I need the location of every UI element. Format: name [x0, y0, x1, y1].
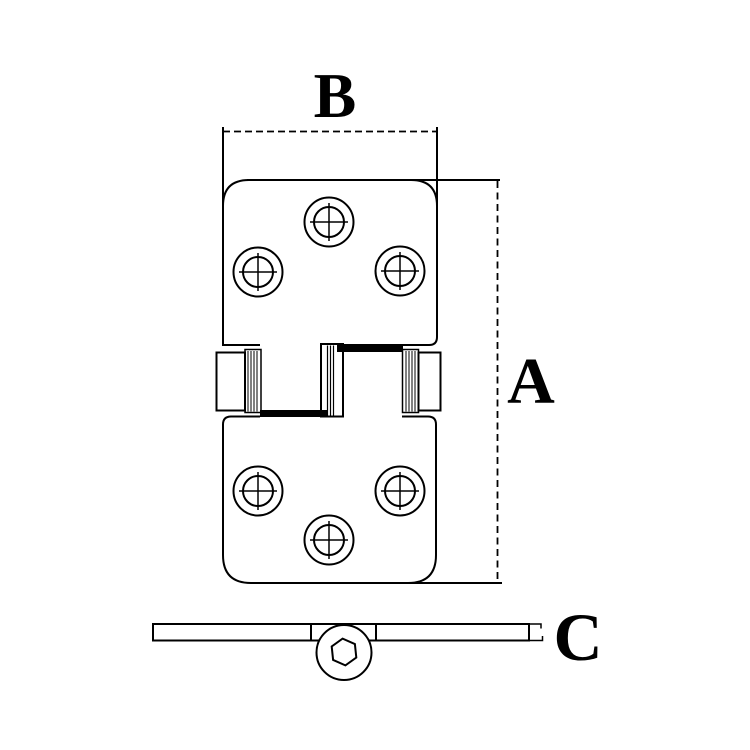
screw-hole — [232, 465, 284, 517]
top-leaf-right-edge — [402, 127, 438, 346]
screw-holes-bottom-leaf — [232, 465, 426, 566]
dimensions — [223, 130, 499, 583]
hinge-barrel — [215, 343, 442, 418]
top-leaf-outline — [222, 127, 500, 346]
pivot-screw-head — [315, 624, 373, 681]
screw-holes-top-leaf — [232, 196, 426, 298]
dimension-label-c: C — [553, 599, 602, 675]
top-leaf-corner-top-right — [410, 179, 438, 207]
dimension-label-b: B — [314, 60, 357, 131]
hinge-side-view — [152, 623, 544, 681]
top-leaf-left-edge — [222, 127, 260, 346]
right-knuckle-block — [417, 351, 442, 412]
hex-socket-icon — [330, 637, 358, 667]
hinge-top-view — [215, 127, 502, 584]
middle-knuckle — [320, 343, 344, 418]
side-view-end-break — [529, 623, 544, 642]
screw-hole — [303, 514, 355, 566]
screw-hole — [303, 196, 355, 248]
bottom-leaf-right-edge — [402, 415, 437, 584]
bottom-leaf-left-edge — [222, 415, 502, 584]
barrel-gap-top — [337, 344, 403, 352]
screw-hole — [232, 246, 284, 298]
barrel-gap-bottom — [260, 410, 328, 417]
top-leaf-corner-top-left — [222, 179, 250, 207]
right-pin-knurl — [401, 348, 420, 414]
screw-hole — [374, 465, 426, 517]
left-pin-knurl — [244, 348, 262, 414]
left-knuckle-block — [215, 351, 246, 412]
bottom-leaf-outline — [222, 415, 502, 584]
dimension-label-a: A — [507, 345, 555, 418]
screw-hole — [374, 245, 426, 297]
